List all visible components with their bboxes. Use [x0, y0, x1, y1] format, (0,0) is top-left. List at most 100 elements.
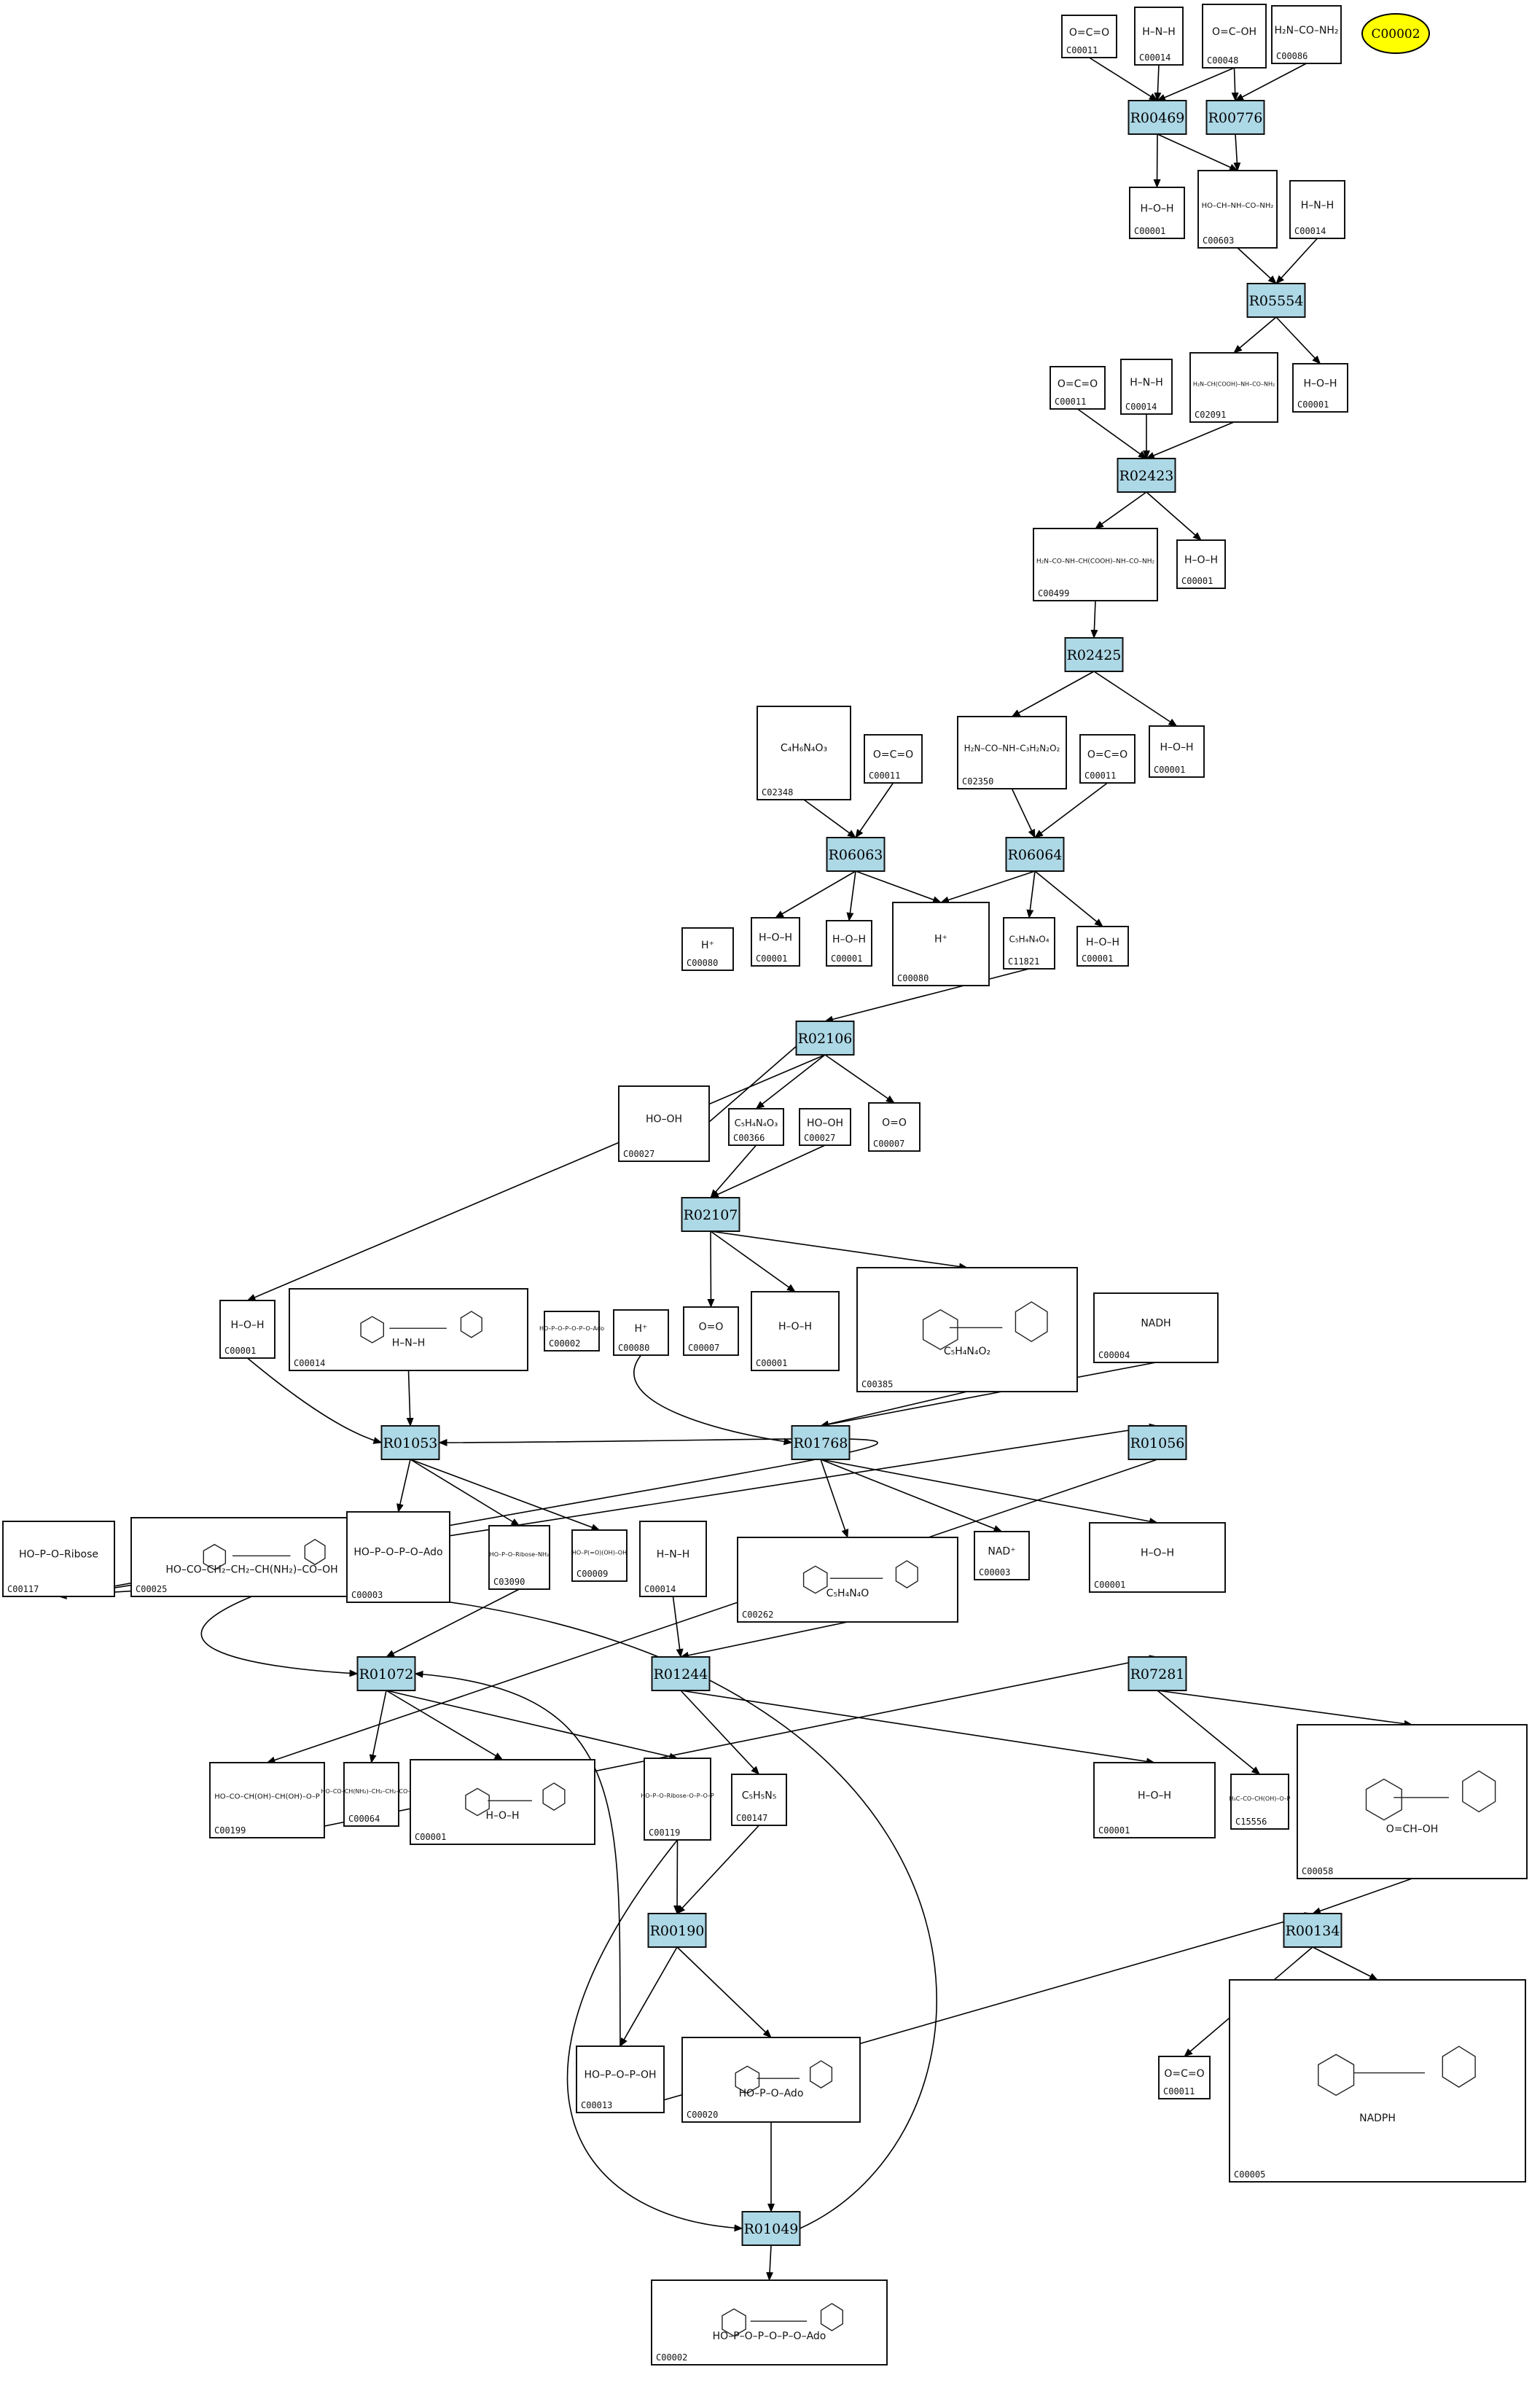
compound-node-c00080[interactable]: H⁺C00080 — [681, 927, 734, 971]
reaction-node-r01053[interactable]: R01053 — [380, 1425, 440, 1460]
compound-id-label: C00262 — [742, 1610, 773, 1620]
compound-id-label: C00002 — [656, 2352, 687, 2363]
edge — [820, 1459, 1158, 1525]
start-node[interactable]: C00002 — [1361, 13, 1430, 54]
edge — [680, 1690, 1155, 1766]
reaction-node-r01049[interactable]: R01049 — [741, 2211, 801, 2246]
compound-formula: H⁺ — [934, 934, 947, 945]
compound-formula: H–O–H — [1140, 203, 1173, 215]
reaction-node-r06063[interactable]: R06063 — [826, 837, 886, 872]
reaction-node-r01072[interactable]: R01072 — [356, 1656, 416, 1691]
reaction-node-r00469[interactable]: R00469 — [1127, 100, 1187, 135]
reaction-node-r00134[interactable]: R00134 — [1283, 1913, 1342, 1948]
edge — [1077, 408, 1147, 459]
compound-formula: H–O–H — [1160, 742, 1193, 754]
reaction-node-r00190[interactable]: R00190 — [647, 1913, 707, 1948]
reaction-node-r05554[interactable]: R05554 — [1246, 283, 1306, 318]
reaction-node-r01768[interactable]: R01768 — [791, 1425, 851, 1460]
compound-formula: H–O–H — [1138, 1790, 1171, 1801]
compound-id-label: C00020 — [687, 2110, 718, 2120]
edge — [410, 1459, 601, 1531]
compound-formula: NADPH — [1359, 2113, 1396, 2124]
reaction-node-r01244[interactable]: R01244 — [651, 1656, 711, 1691]
compound-formula: HO–P–O–Ado — [739, 2088, 804, 2099]
edge — [1146, 491, 1202, 541]
compound-id-label: C00007 — [873, 1139, 904, 1149]
edge — [755, 1054, 826, 1109]
compound-formula: H⁺ — [635, 1323, 648, 1335]
compound-node-c00003[interactable]: NAD⁺C00003 — [974, 1531, 1030, 1580]
reaction-label: R01049 — [744, 2221, 799, 2237]
reaction-node-r00776[interactable]: R00776 — [1205, 100, 1265, 135]
reaction-node-r01056[interactable]: R01056 — [1127, 1425, 1187, 1460]
edge — [676, 1825, 760, 1914]
compound-formula: C₄H₆N₄O₃ — [781, 742, 827, 754]
compound-formula: HO–CO–CH(OH)–CH(OH)–O–P — [214, 1793, 320, 1801]
reaction-node-r02106[interactable]: R02106 — [795, 1021, 855, 1056]
reaction-node-r02423[interactable]: R02423 — [1117, 458, 1176, 493]
compound-node-c00080[interactable]: H⁺C00080 — [892, 902, 990, 986]
reaction-node-r07281[interactable]: R07281 — [1127, 1656, 1187, 1691]
reaction-node-r06064[interactable]: R06064 — [1005, 837, 1065, 872]
compound-id-label: C00001 — [1297, 399, 1329, 410]
compound-formula: H–O–H — [230, 1319, 264, 1331]
compound-node-c00080[interactable]: H⁺C00080 — [613, 1309, 669, 1356]
reaction-node-r02425[interactable]: R02425 — [1064, 637, 1124, 672]
reaction-node-r02107[interactable]: R02107 — [681, 1197, 740, 1232]
